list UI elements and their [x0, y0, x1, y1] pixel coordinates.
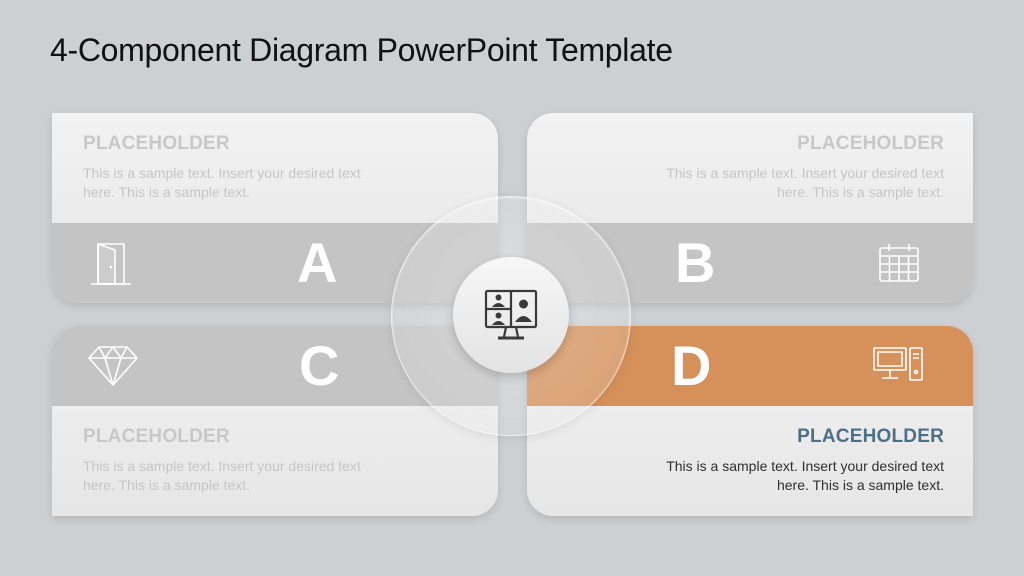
diamond-icon	[86, 344, 140, 393]
component-heading-c: PLACEHOLDER	[83, 426, 230, 447]
component-heading-b: PLACEHOLDER	[797, 133, 944, 154]
door-icon	[88, 241, 134, 292]
desktop-computer-icon	[871, 344, 925, 389]
component-text-a: PLACEHOLDER This is a sample text. Inser…	[83, 133, 383, 202]
component-text-c: PLACEHOLDER This is a sample text. Inser…	[83, 426, 383, 495]
center-hub	[453, 257, 569, 373]
component-letter-c: C	[299, 334, 340, 397]
component-letter-a: A	[297, 231, 338, 294]
slide-title: 4-Component Diagram PowerPoint Template	[50, 32, 673, 68]
component-text-d: PLACEHOLDER This is a sample text. Inser…	[644, 426, 944, 495]
component-text-b: PLACEHOLDER This is a sample text. Inser…	[644, 133, 944, 202]
video-conference-icon	[482, 288, 540, 347]
calendar-icon	[877, 241, 921, 290]
component-body-d: This is a sample text. Insert your desir…	[666, 458, 944, 493]
component-heading-a: PLACEHOLDER	[83, 133, 230, 154]
component-letter-b: B	[675, 231, 716, 294]
component-heading-d: PLACEHOLDER	[797, 426, 944, 447]
component-body-b: This is a sample text. Insert your desir…	[666, 165, 944, 200]
component-body-c: This is a sample text. Insert your desir…	[83, 458, 361, 493]
component-body-a: This is a sample text. Insert your desir…	[83, 165, 361, 200]
component-letter-d: D	[671, 334, 712, 397]
